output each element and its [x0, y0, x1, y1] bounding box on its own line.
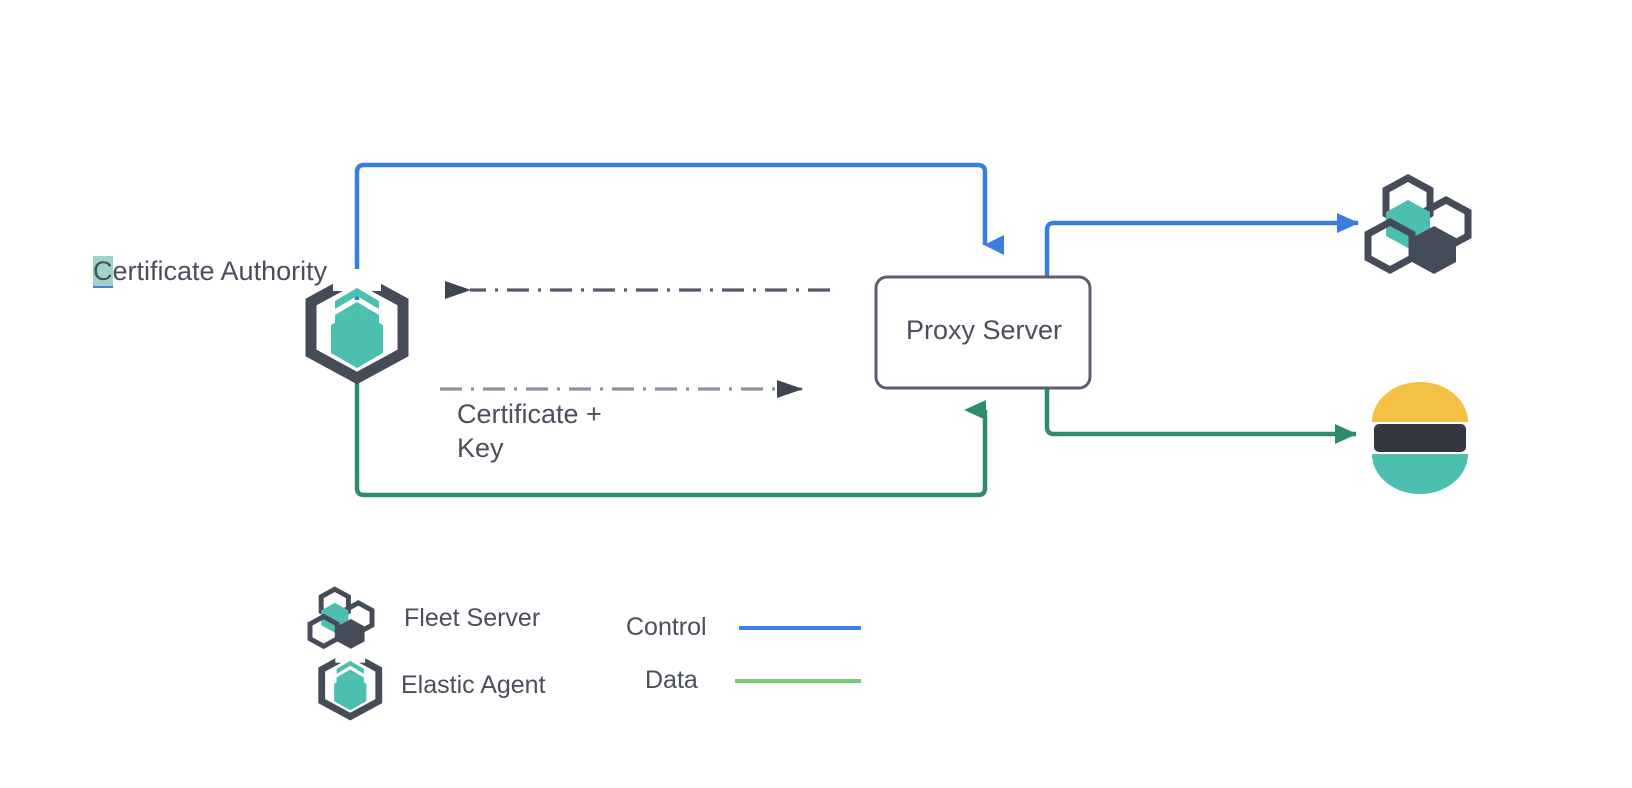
edge-control-proxy-to-fleet: [1044, 213, 1359, 278]
elasticsearch-icon: [1372, 382, 1468, 494]
proxy-server-box[interactable]: [874, 275, 1092, 390]
certificate-key-line-1: Certificate +: [457, 399, 602, 429]
elasticsearch-dark-bar: [1374, 424, 1466, 452]
certificate-authority-label-highlight: C: [93, 256, 113, 286]
elasticsearch-yellow-arc: [1372, 382, 1468, 422]
legend-line-data-label: Data: [645, 666, 698, 694]
elasticsearch-teal-arc: [1372, 454, 1468, 494]
elastic-agent-icon: [305, 269, 409, 385]
certificate-key-edge-label: Certificate + Key: [457, 397, 602, 465]
legend-line-control-label: Control: [626, 613, 707, 641]
edge-data-proxy-to-elasticsearch: [1044, 388, 1357, 444]
certificate-authority-label: Certificate Authority: [93, 254, 327, 289]
legend-fleet-server-icon: [307, 586, 375, 650]
certificate-authority-label-rest: ertificate Authority: [112, 256, 328, 286]
edge-data-agent-to-proxy: [354, 380, 988, 498]
proxy-server-label: Proxy Server: [905, 315, 1063, 345]
edge-control-agent-to-proxy: [354, 162, 1004, 300]
legend-item-fleet-server-label: Fleet Server: [404, 604, 541, 632]
legend-item-elastic-agent-label: Elastic Agent: [401, 671, 546, 699]
certificate-key-line-2: Key: [457, 433, 504, 463]
fleet-server-icon: [1364, 174, 1472, 274]
legend-elastic-agent-icon: [318, 649, 383, 721]
